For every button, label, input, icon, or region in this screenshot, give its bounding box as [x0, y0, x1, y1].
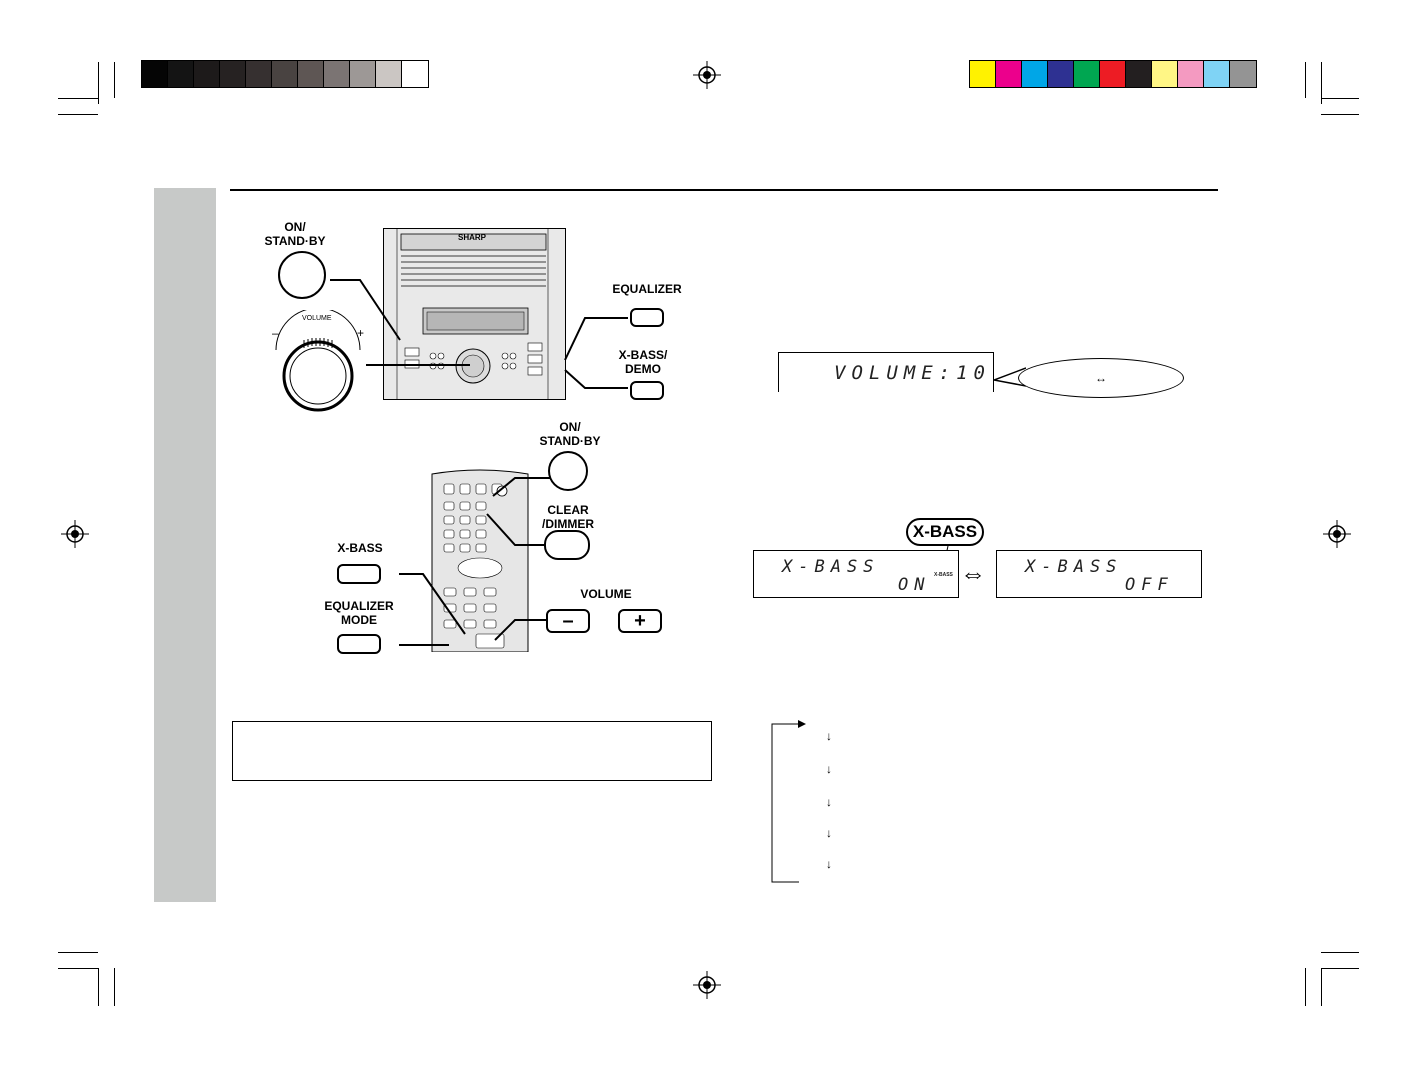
color-scale-bar: [969, 60, 1257, 88]
arrow-down-icon: ↓: [826, 857, 832, 871]
equalizer-label: EQUALIZER: [612, 282, 682, 296]
unit-on-standby-button[interactable]: [278, 251, 326, 299]
brand-logo: SHARP: [458, 233, 487, 242]
crop-mark: [1321, 968, 1322, 1006]
volume-minus-mark: –: [272, 326, 279, 340]
stereo-unit-image: [383, 228, 566, 400]
gray-swatch: [142, 61, 168, 87]
remote-on-standby-label: ON/ STAND·BY: [539, 420, 601, 448]
xbass-on-display: X-BASS ON X-BASS: [753, 550, 959, 598]
registration-mark-icon: [1323, 520, 1351, 548]
gray-swatch: [272, 61, 298, 87]
remote-control-image: [431, 469, 529, 652]
equalizer-mode-label: EQUALIZER MODE: [324, 599, 394, 627]
gray-swatch: [220, 61, 246, 87]
header-rule: [230, 189, 1218, 191]
gray-swatch: [298, 61, 324, 87]
crop-mark: [1321, 98, 1359, 99]
volume-knob-label: VOLUME: [302, 315, 332, 322]
crop-mark: [1305, 62, 1306, 98]
side-tab: [154, 188, 216, 902]
color-swatch: [1204, 61, 1230, 87]
color-swatch: [1152, 61, 1178, 87]
xbass-off-display: X-BASS OFF: [996, 550, 1202, 598]
double-arrow-icon: ↔: [1095, 371, 1107, 385]
xbass-indicator-tag: X-BASS: [906, 518, 984, 546]
volume-down-button[interactable]: –: [546, 609, 590, 633]
color-swatch: [996, 61, 1022, 87]
registration-mark-icon: [61, 520, 89, 548]
xbass-on-line1: X-BASS: [782, 557, 880, 577]
clear-dimmer-label: CLEAR /DIMMER: [542, 503, 594, 531]
remote-volume-label: VOLUME: [580, 587, 632, 601]
gray-swatch: [324, 61, 350, 87]
crop-mark: [98, 62, 99, 104]
crop-mark: [114, 62, 115, 98]
gray-swatch: [402, 61, 428, 87]
crop-mark: [58, 968, 98, 969]
color-swatch: [1178, 61, 1204, 87]
xbass-demo-label: X-BASS/ DEMO: [618, 348, 668, 376]
unit-on-standby-label: ON/ STAND·BY: [264, 220, 326, 248]
crop-mark: [1321, 968, 1359, 969]
color-swatch: [1074, 61, 1100, 87]
crop-mark: [1321, 952, 1359, 953]
registration-mark-icon: [693, 971, 721, 999]
volume-display-text: VOLUME:10: [834, 362, 991, 384]
remote-xbass-label: X-BASS: [337, 541, 383, 555]
arrow-down-icon: ↓: [826, 795, 832, 809]
arrow-down-icon: ↓: [826, 762, 832, 776]
leader-lines-unit: [330, 279, 628, 389]
color-swatch: [1126, 61, 1152, 87]
gray-swatch: [246, 61, 272, 87]
volume-knob-icon[interactable]: [268, 310, 368, 412]
crop-mark: [1305, 968, 1306, 1006]
xbass-demo-button[interactable]: [630, 381, 664, 400]
note-box: [232, 721, 712, 781]
remote-xbass-button[interactable]: [337, 564, 381, 584]
crop-mark: [58, 114, 98, 115]
color-swatch: [970, 61, 996, 87]
arrow-down-icon: ↓: [826, 826, 832, 840]
registration-mark-icon: [693, 61, 721, 89]
crop-mark: [1321, 114, 1359, 115]
gray-scale-bar: [141, 60, 429, 88]
crop-mark: [58, 952, 98, 953]
volume-up-button[interactable]: +: [618, 609, 662, 633]
color-swatch: [1048, 61, 1074, 87]
crop-mark: [98, 968, 99, 1006]
color-swatch: [1230, 61, 1256, 87]
crop-mark: [58, 98, 98, 99]
xbass-on-indicator: X-BASS: [934, 572, 953, 578]
crop-mark: [114, 968, 115, 1006]
leader-lines-remote: [399, 477, 550, 646]
gray-swatch: [376, 61, 402, 87]
gray-swatch: [350, 61, 376, 87]
double-arrow-icon: ⇔: [960, 558, 986, 588]
arrow-down-icon: ↓: [826, 729, 832, 743]
volume-plus-mark: +: [357, 326, 365, 340]
volume-display: VOLUME:10: [778, 352, 994, 392]
gray-swatch: [194, 61, 220, 87]
remote-on-standby-button[interactable]: [548, 451, 588, 491]
color-swatch: [1022, 61, 1048, 87]
equalizer-button[interactable]: [630, 308, 664, 327]
crop-mark: [1321, 62, 1322, 104]
xbass-off-line2: OFF: [1125, 575, 1174, 595]
equalizer-mode-button[interactable]: [337, 634, 381, 654]
equalizer-cycle-loop: [771, 720, 806, 883]
color-swatch: [1100, 61, 1126, 87]
bubble-pointer: [994, 367, 1026, 387]
xbass-off-line1: X-BASS: [1025, 557, 1123, 577]
volume-bubble: ↔: [1018, 358, 1184, 398]
gray-swatch: [168, 61, 194, 87]
xbass-on-line2: ON: [898, 575, 931, 595]
